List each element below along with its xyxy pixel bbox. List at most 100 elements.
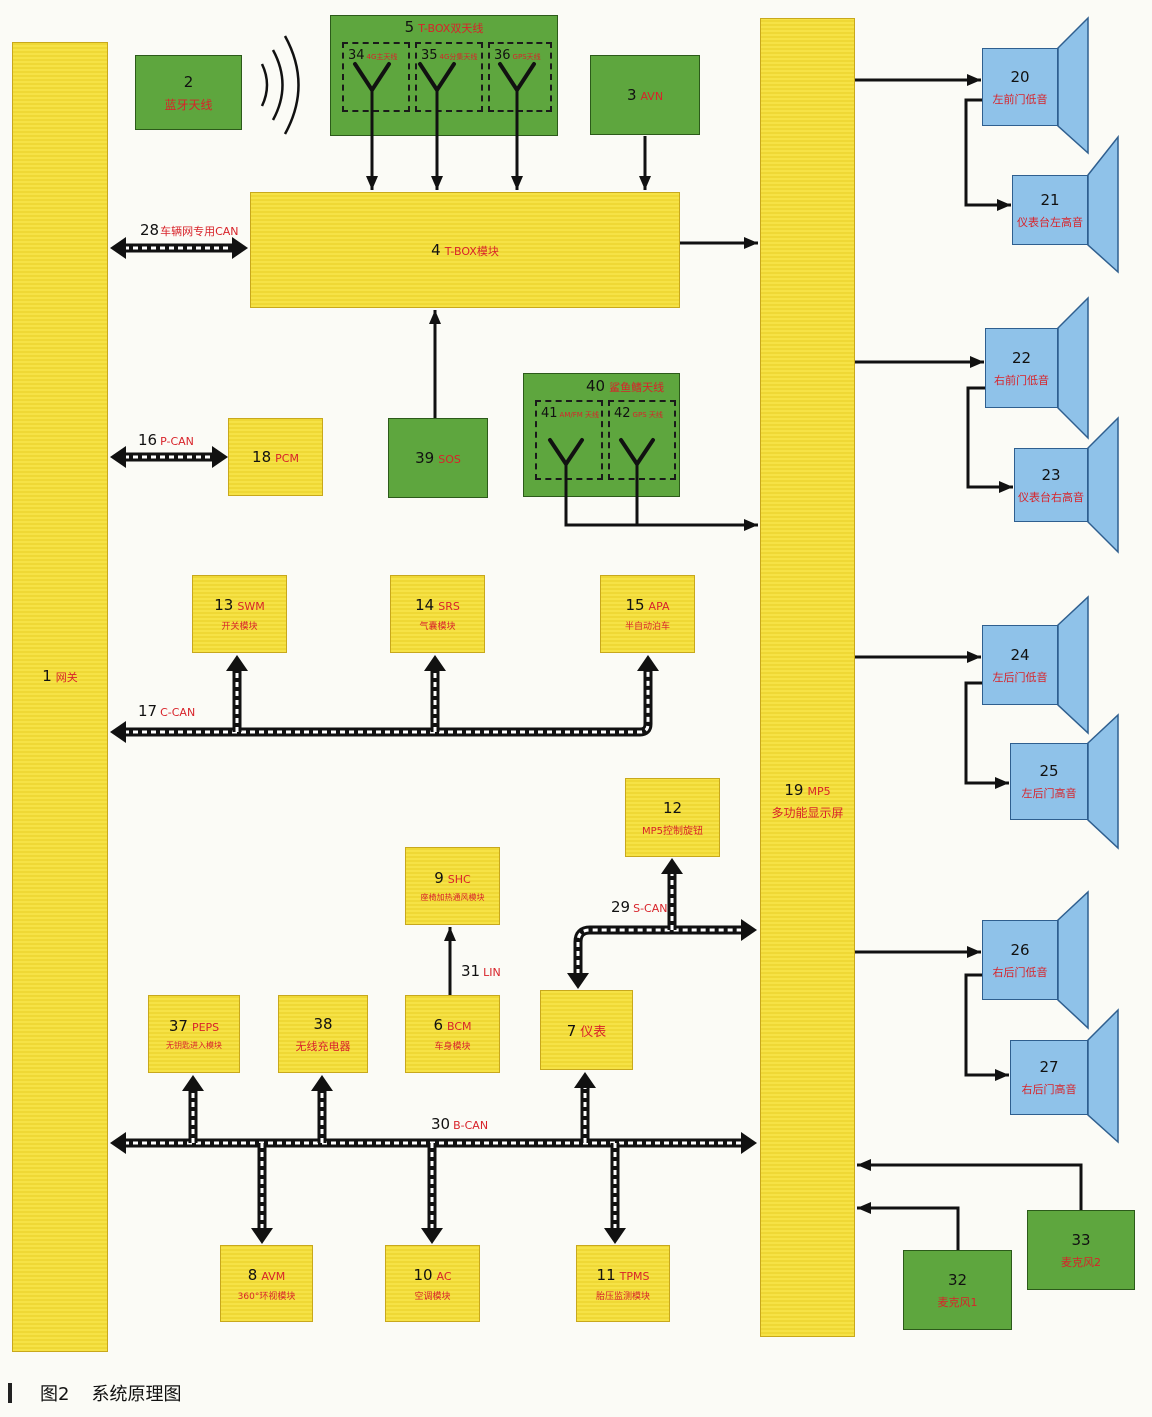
- antenna-number: 36: [494, 48, 511, 63]
- bus-label-b-can: 30 B-CAN: [431, 1115, 488, 1133]
- module-code: 鲨鱼鳍天线: [609, 381, 665, 394]
- speaker-desc: 左前门低音: [992, 92, 1048, 106]
- arrow-head: [661, 858, 683, 874]
- bus-label-p-can: 16 P-CAN: [138, 431, 194, 449]
- microphone-desc: 麦克风1: [937, 1295, 978, 1309]
- microphone-2: 33 麦克风2: [1027, 1210, 1135, 1290]
- arrow-head: [232, 237, 248, 259]
- speaker-number: 21: [1040, 190, 1060, 209]
- arrow-head: [226, 655, 248, 671]
- module-code: SHC: [447, 873, 471, 886]
- module-code: PEPS: [191, 1021, 220, 1034]
- speaker-number: 23: [1041, 465, 1061, 484]
- speaker-left-front-door-woofer: 20 左前门低音: [982, 48, 1058, 126]
- module-code: BCM: [447, 1020, 472, 1033]
- radio-wave-arc: [260, 63, 269, 107]
- module-desc: 气囊模块: [419, 622, 456, 632]
- module-code: SWM: [237, 600, 265, 613]
- avn-module: 3 AVN: [590, 55, 700, 135]
- tbox-antenna-title: 5 T-BOX双天线: [331, 18, 557, 36]
- speaker-number: 26: [1010, 940, 1030, 959]
- antenna-number: 34: [348, 48, 365, 63]
- wireless-charger-module: 38 无线充电器: [278, 995, 368, 1073]
- bus-s-can: [567, 858, 757, 989]
- radio-wave-arc: [271, 49, 284, 121]
- arrow-head: [311, 1075, 333, 1091]
- bus-line: [124, 670, 653, 737]
- speaker-cone-icon: [1087, 1008, 1119, 1144]
- arrow-microphone-1-to-mp5: [857, 1202, 960, 1250]
- arrow-head: [421, 1228, 443, 1244]
- module-code: AVM: [261, 1269, 286, 1283]
- module-code: SOS: [438, 453, 461, 466]
- module-desc: MP5控制旋钮: [641, 825, 704, 837]
- speaker-number: 20: [1010, 67, 1030, 86]
- speaker-cone-icon: [1057, 890, 1089, 1030]
- radio-wave-arc: [283, 35, 300, 135]
- arrow-head: [212, 446, 228, 468]
- module-code: T-BOX双天线: [418, 22, 484, 35]
- speaker-desc: 右后门低音: [992, 965, 1048, 979]
- microphone-number: 33: [1071, 1230, 1091, 1249]
- arrow-head: [741, 1132, 757, 1154]
- module-number: 8: [247, 1265, 258, 1284]
- speaker-dash-left-tweeter: 21 仪表台左高音: [1012, 175, 1088, 245]
- speaker-desc: 左后门低音: [992, 670, 1048, 684]
- radio-wave-icon: [260, 35, 300, 135]
- antenna-gps: 36 GPS天线: [488, 42, 552, 112]
- antenna-label: 42 GPS 天线: [614, 406, 663, 421]
- antenna-label: 35 4G分集天线: [421, 48, 477, 63]
- module-number: 7: [566, 1021, 577, 1040]
- arrow-head: [424, 655, 446, 671]
- srs-module: 14 SRS 气囊模块: [390, 575, 485, 653]
- speaker-cone-icon: [1057, 16, 1089, 155]
- bus-number: 16: [138, 431, 158, 449]
- antenna-number: 35: [421, 48, 438, 63]
- bus-name: P-CAN: [160, 435, 194, 448]
- arrow-head: [604, 1228, 626, 1244]
- module-desc: 蓝牙天线: [164, 97, 213, 112]
- module-desc: 开关模块: [221, 622, 258, 632]
- gateway-module: 1 网关: [12, 42, 108, 1352]
- antenna-desc: AM/FM 天线: [559, 411, 600, 419]
- module-number: 6: [433, 1016, 443, 1034]
- arrow-head: [182, 1075, 204, 1091]
- arrow-head: [110, 721, 126, 743]
- bus-name: LIN: [483, 966, 501, 979]
- bus-dash: [124, 670, 650, 734]
- bus-label-vehicle-network-can: 28 车辆网专用CAN: [140, 221, 239, 239]
- bus-vehicle-network-can: [110, 237, 248, 259]
- bus-b-can: [110, 1072, 757, 1244]
- arrow-head: [637, 655, 659, 671]
- module-number: 12: [662, 798, 683, 817]
- sos-module: 39 SOS: [388, 418, 488, 498]
- module-code: SRS: [438, 600, 460, 613]
- module-number: 9: [434, 869, 444, 887]
- speaker-left-rear-door-woofer: 24 左后门低音: [982, 625, 1058, 705]
- arrow-head: [251, 1228, 273, 1244]
- bus-dash: [576, 928, 743, 974]
- tpms-module: 11 TPMS 胎压监测模块: [576, 1245, 670, 1322]
- module-desc: 空调模块: [414, 1291, 451, 1302]
- arrow-head: [567, 973, 589, 989]
- antenna-desc: GPS天线: [512, 53, 541, 61]
- speaker-right-front-door-woofer: 22 右前门低音: [985, 328, 1058, 408]
- module-number: 40: [586, 377, 606, 395]
- module-desc: 无钥匙进入模块: [166, 1041, 222, 1050]
- antenna-label: 36 GPS天线: [494, 48, 541, 63]
- swm-module: 13 SWM 开关模块: [192, 575, 287, 653]
- antenna-number: 42: [614, 406, 631, 421]
- module-number: 13: [214, 596, 234, 614]
- bus-number: 31: [461, 962, 481, 980]
- arrow-head: [110, 237, 126, 259]
- avm-module: 8 AVM 360°环视模块: [220, 1245, 313, 1322]
- bus-line: [573, 925, 743, 974]
- module-desc: 360°环视模块: [237, 1291, 296, 1302]
- module-desc: 多功能显示屏: [771, 806, 844, 820]
- bus-number: 28: [140, 221, 160, 239]
- module-number: 3: [626, 86, 637, 104]
- pcm-module: 18 PCM: [228, 418, 323, 496]
- speaker-cone-icon: [1087, 416, 1119, 554]
- module-number: 11: [596, 1265, 616, 1284]
- module-desc: 座椅加热通风模块: [420, 893, 485, 902]
